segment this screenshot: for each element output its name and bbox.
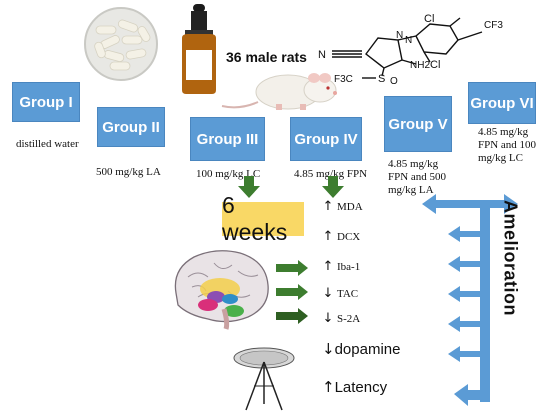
group-box-6: Group VI bbox=[468, 82, 536, 124]
structure-cf3: CF3 bbox=[484, 20, 503, 31]
structure-o: O bbox=[390, 76, 398, 87]
group-4-down-arrow bbox=[322, 176, 344, 198]
arrow-up-icon: ↑ bbox=[322, 199, 334, 214]
marker-iba1: ↑Iba-1 bbox=[322, 259, 361, 274]
structure-n-ring2: N bbox=[405, 35, 412, 46]
marker-s2a: ↓S-2A bbox=[322, 311, 361, 326]
marker-tac: ↓TAC bbox=[322, 286, 359, 301]
group-4-desc: 4.85 mg/kg FPN bbox=[294, 168, 368, 180]
arrow-down-icon: ↓ bbox=[322, 340, 335, 358]
structure-n-left: N bbox=[318, 49, 326, 61]
group-box-5: Group V bbox=[384, 96, 452, 152]
marker-dcx: ↑DCX bbox=[322, 229, 361, 244]
brain-arrows bbox=[276, 260, 308, 324]
structure-cl-top: Cl bbox=[424, 13, 434, 25]
rats-title: 36 male rats bbox=[226, 49, 307, 65]
group-1-desc: distilled water bbox=[16, 138, 79, 150]
group-box-2: Group II bbox=[97, 107, 165, 147]
group-box-4: Group IV bbox=[290, 117, 362, 161]
arrow-up-icon: ↑ bbox=[322, 378, 335, 396]
structure-n-ring1: N bbox=[396, 30, 403, 41]
brain-image bbox=[174, 250, 269, 330]
group-box-3: Group III bbox=[190, 117, 265, 161]
dopamine-label: ↓dopamine bbox=[322, 340, 401, 358]
group-3-down-arrow bbox=[238, 176, 260, 198]
arrow-up-icon: ↑ bbox=[322, 229, 334, 244]
dropper-bottle-image bbox=[182, 4, 216, 94]
amelioration-label: Amelioration bbox=[500, 199, 521, 317]
group-2-desc: 500 mg/kg LA bbox=[96, 166, 161, 178]
capsules-dish-image bbox=[84, 7, 158, 81]
structure-f3c: F3C bbox=[334, 74, 353, 85]
structure-nh2: NH2 bbox=[410, 60, 430, 71]
marker-mda: ↑MDA bbox=[322, 199, 363, 214]
arrow-down-icon: ↓ bbox=[322, 286, 334, 301]
radial-maze-image bbox=[233, 347, 295, 411]
structure-cl-bottom: Cl bbox=[430, 59, 440, 71]
group-box-1: Group I bbox=[12, 82, 80, 122]
arrow-up-icon: ↑ bbox=[322, 259, 334, 274]
fipronil-structure-image: N N N Cl Cl CF3 NH2 S O F3C bbox=[318, 13, 503, 87]
latency-label: ↑Latency bbox=[322, 378, 388, 396]
duration-label: 6 weeks bbox=[222, 192, 304, 245]
structure-s: S bbox=[378, 73, 385, 85]
arrow-down-icon: ↓ bbox=[322, 311, 334, 326]
amelioration-arrows bbox=[422, 194, 518, 406]
rat-image bbox=[221, 73, 337, 110]
